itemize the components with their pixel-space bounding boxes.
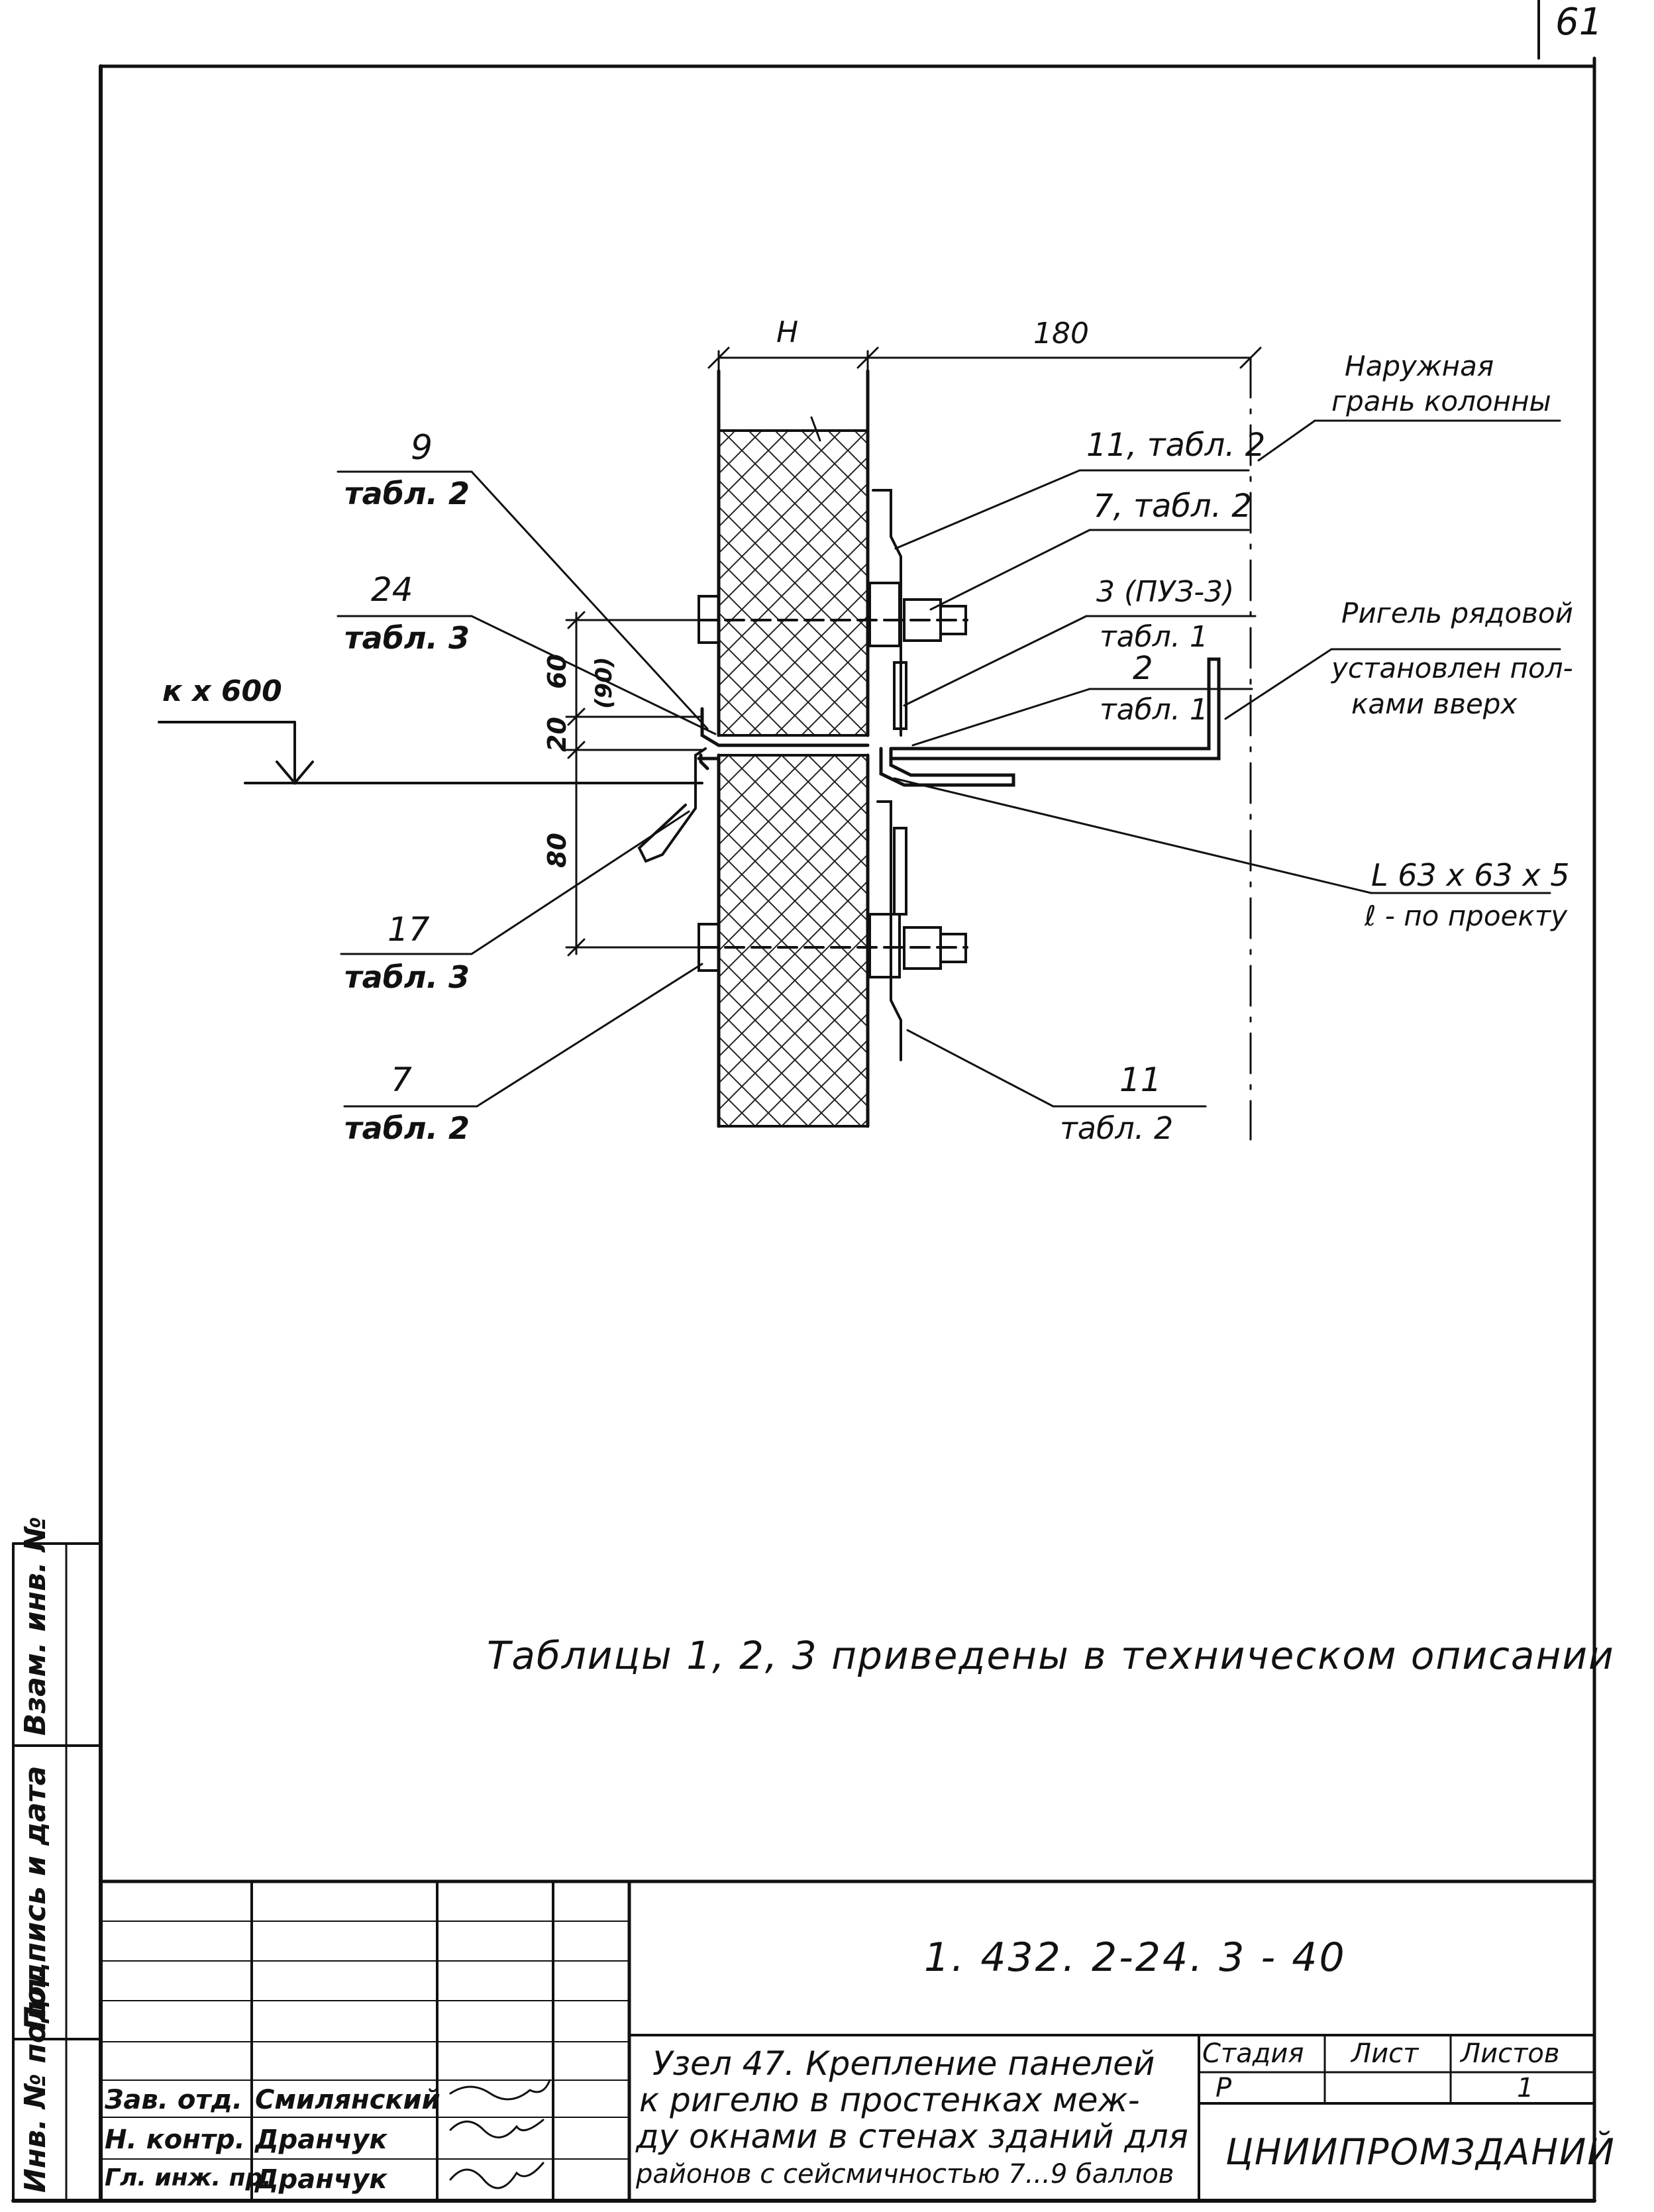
plates — [868, 489, 907, 1061]
title-line-4: районов с сейсмичностью 7...9 баллов — [636, 2159, 1174, 2189]
stamp-sign-date: Подпись и дата — [19, 1765, 52, 2030]
stamp-vzam-inv: Взам. инв. № — [19, 1516, 52, 1736]
level-mark: к х 600 — [162, 674, 282, 708]
tables-note: Таблицы 1, 2, 3 приведены в техническом … — [487, 1633, 1615, 1678]
name-2: Дранчук — [255, 2125, 388, 2155]
outer-face-label-1: Наружная — [1345, 350, 1494, 382]
angle-label-1: L 63 х 63 х 5 — [1371, 857, 1570, 893]
callout-3-num: 3 (ПУЗ-3) — [1096, 575, 1235, 609]
callout-9-tab: табл. 2 — [344, 476, 470, 511]
title-line-2: к ригелю в простенках меж- — [639, 2081, 1140, 2119]
name-3: Дранчук — [255, 2164, 388, 2195]
stage-label: Стадия — [1202, 2038, 1304, 2069]
callout-24-num: 24 — [371, 570, 413, 609]
title-line-3: ду окнами в стенах зданий для — [636, 2117, 1188, 2156]
doc-code: 1. 432. 2-24. 3 - 40 — [924, 1934, 1347, 1981]
stage-value: Р — [1215, 2073, 1232, 2103]
callout-11-top: 11, табл. 2 — [1086, 427, 1266, 464]
callout-11b-tab: табл. 2 — [1060, 1110, 1174, 1146]
callout-11b-num: 11 — [1119, 1061, 1162, 1099]
dim-90-label: (90) — [591, 657, 617, 709]
panel-upper — [717, 369, 870, 737]
angle-label-2: ℓ - по проекту — [1365, 900, 1568, 932]
sheets-value: 1 — [1517, 2073, 1534, 2103]
title-block-lines — [99, 1879, 1596, 2203]
org-name: ЦНИИПРОМЗДАНИЙ — [1225, 2131, 1616, 2173]
bolt-upper — [698, 595, 968, 644]
dim-60-label: 60 — [543, 654, 572, 689]
callout-7b-tab: табл. 2 — [344, 1110, 470, 1146]
callout-3-tab: табл. 1 — [1100, 620, 1208, 654]
callout-17-tab: табл. 3 — [344, 959, 470, 995]
callout-7b-num: 7 — [391, 1061, 412, 1099]
bolt-lower — [698, 923, 968, 972]
dim-20-label: 20 — [543, 717, 572, 752]
callout-9-num: 9 — [411, 428, 433, 468]
title-line-1: Узел 47. Крепление панелей — [652, 2044, 1155, 2083]
callout-17-num: 17 — [388, 910, 430, 949]
sheets-label: Листов — [1461, 2038, 1560, 2069]
role-2: Н. контр. — [105, 2125, 245, 2155]
panel-lower — [717, 753, 870, 1128]
outer-face-label-2: грань колонны — [1331, 385, 1551, 417]
role-3: Гл. инж. пр. — [105, 2164, 272, 2191]
leaders — [336, 419, 1561, 1108]
dim-left — [565, 611, 703, 957]
dim-180-label: 180 — [1033, 317, 1089, 350]
page-number: 61 — [1555, 1, 1603, 44]
dim-80-label: 80 — [543, 833, 572, 868]
dim-h-label: H — [776, 315, 799, 349]
callout-24-tab: табл. 3 — [344, 620, 470, 656]
rigel-label-2: установлен пол- — [1331, 652, 1573, 684]
role-1: Зав. отд. — [105, 2085, 243, 2115]
rigel-label-1: Ригель рядовой — [1341, 597, 1573, 629]
sheet-label: Лист — [1351, 2038, 1419, 2069]
callout-2-tab: табл. 1 — [1100, 693, 1208, 727]
rigel-label-3: ками вверх — [1351, 688, 1518, 720]
side-stamp-lines — [12, 1542, 102, 2202]
callout-2-num: 2 — [1133, 650, 1153, 687]
callout-7-top: 7, табл. 2 — [1093, 488, 1252, 525]
level-line — [158, 721, 703, 786]
name-1: Смилянский — [255, 2085, 440, 2115]
dim-top — [707, 346, 1262, 376]
